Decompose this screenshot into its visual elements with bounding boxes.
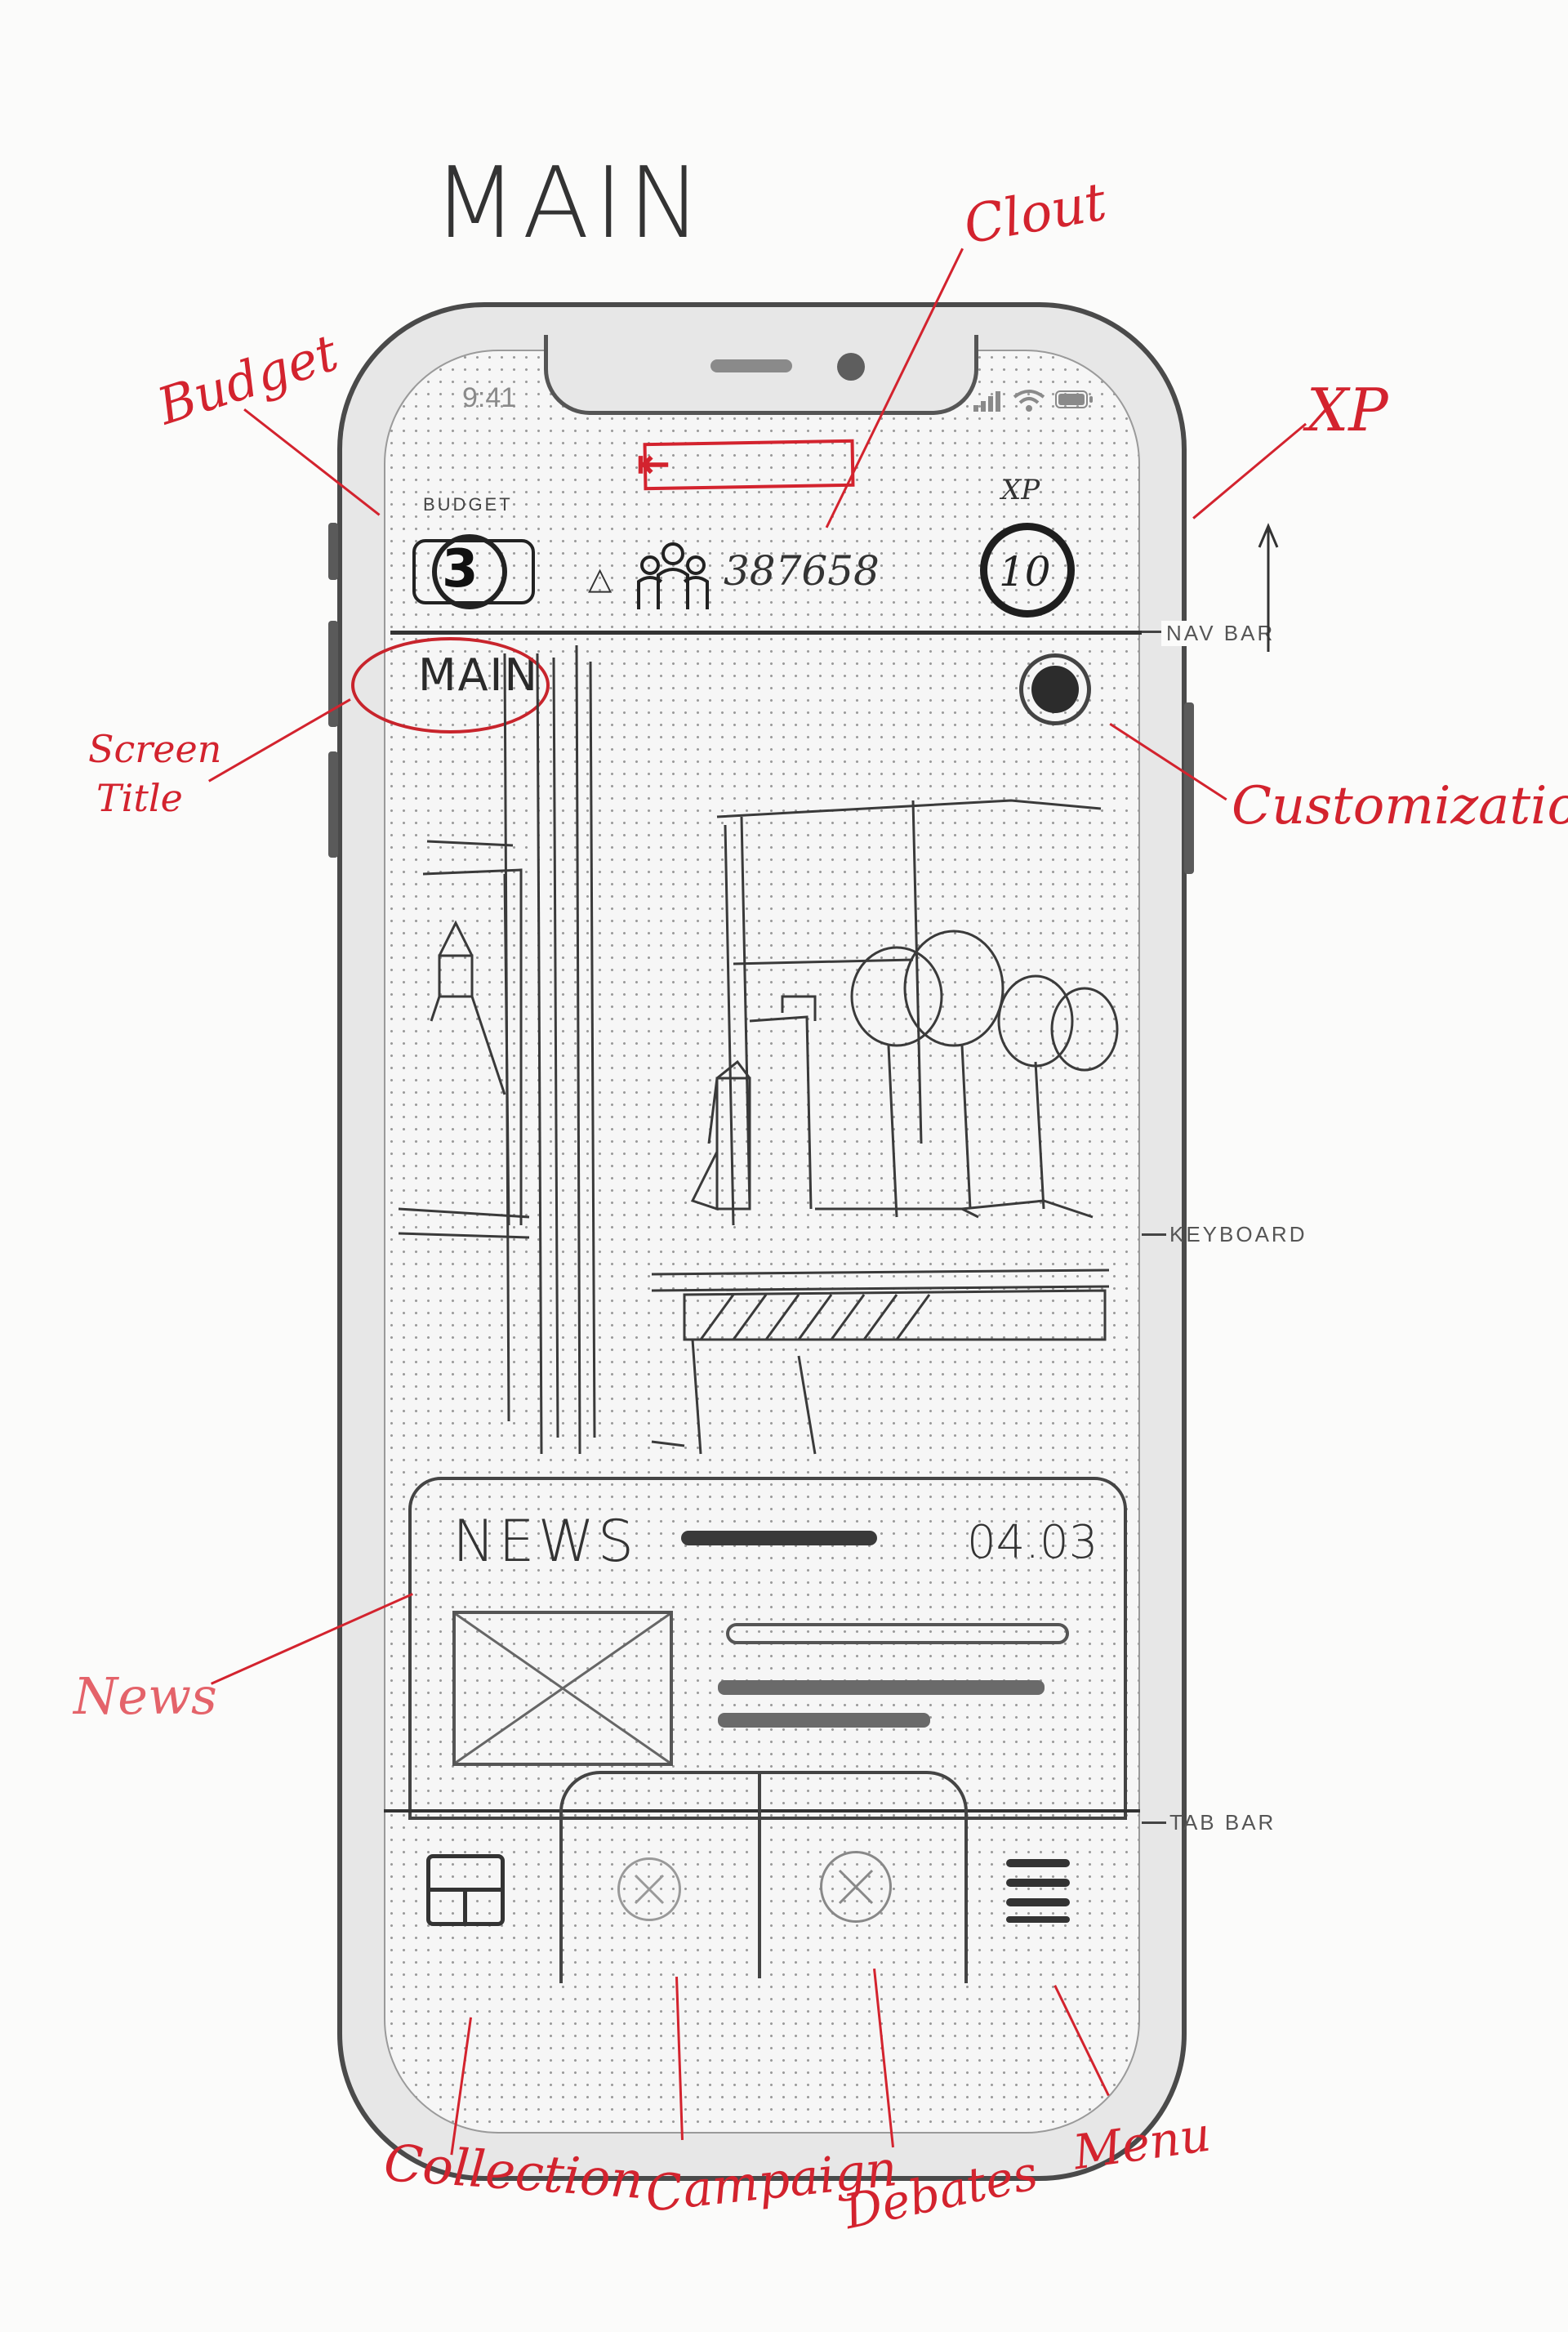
crowd-icon [634,539,712,613]
tab-bar-callout: TAB BAR [1169,1810,1276,1835]
annotation-news: News [74,1666,217,1726]
budget-button[interactable]: 3 [412,534,535,609]
clout-box [643,439,855,491]
tab-menu[interactable] [1006,1859,1075,1924]
customization-button[interactable] [1019,653,1091,725]
annotation-customization: Customization [1232,776,1568,836]
notch [544,335,978,415]
clout-value: 387658 [724,547,880,595]
speaker [710,359,792,372]
keyboard-callout-line [1142,1233,1166,1236]
xp-label: XP [1001,474,1040,506]
circle-x-icon [820,1851,892,1923]
screen-title-highlight [351,637,550,733]
annotation-budget: Budget [150,322,345,437]
tab-bar-divider [384,1809,1140,1813]
xp-pointer [1192,422,1307,519]
news-title: NEWS [452,1508,638,1575]
budget-label: BUDGET [423,494,513,515]
news-text-line [718,1680,1045,1695]
wifi-icon [1013,387,1045,413]
tab-campaign[interactable] [612,1853,686,1926]
news-image-placeholder [452,1611,673,1766]
arrow-up-icon [1256,523,1281,653]
tab-bar-callout-line [1142,1821,1166,1824]
battery-icon [1055,390,1096,410]
circle-x-icon [617,1857,681,1921]
nav-bar-divider [390,631,1142,635]
news-text-line [718,1713,930,1728]
annotation-clout: Clout [959,172,1111,256]
signal-icon [973,390,1006,412]
globe-icon [1031,666,1079,713]
news-text-line [726,1623,1069,1644]
status-time: 9:41 [462,382,517,413]
annotation-screen-title-2: Title [96,776,183,820]
hamburger-icon [1006,1859,1070,1867]
news-card[interactable]: NEWS 04.03 [408,1477,1127,1820]
front-camera [837,353,865,381]
mute-switch [328,523,338,580]
tab-debates[interactable] [817,1848,898,1929]
news-date: 04.03 [967,1516,1098,1569]
volume-down-button [328,751,338,858]
volume-up-button [328,621,338,727]
news-headline-scribble [681,1531,877,1545]
annotation-screen-title-1: Screen [88,727,222,771]
nav-bar-callout: NAV BAR [1161,621,1281,646]
annotation-xp: XP [1307,376,1388,444]
xp-button[interactable]: 10 [980,523,1075,618]
keyboard-callout: KEYBOARD [1169,1222,1307,1246]
clout-up-icon: △ [588,562,612,596]
sketch-title: MAIN [433,147,706,261]
power-button [1184,702,1194,874]
budget-value: 3 [442,539,479,600]
xp-value: 10 [999,548,1051,595]
clout-arrow-icon: ⇤ [637,443,670,486]
tab-divider [758,1774,761,1978]
budget-coin [432,534,507,609]
tab-collection[interactable] [426,1854,505,1926]
main-scene-sketch [390,637,1134,1462]
tab-bar-overlay [559,1771,968,1983]
